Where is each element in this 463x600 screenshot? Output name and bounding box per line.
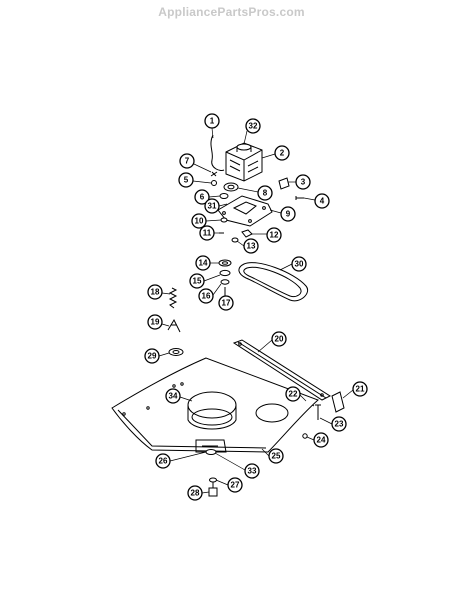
callout-12: 12 [266,227,282,243]
svg-text:16: 16 [202,292,211,301]
svg-text:13: 13 [247,242,256,251]
callout-11: 11 [199,225,215,241]
part-base-plate [111,357,319,453]
svg-text:12: 12 [270,231,279,240]
callout-3: 3 [295,174,311,190]
callout-19: 19 [147,314,163,330]
parts-artwork [111,134,345,497]
part-clip [167,318,181,333]
part-motor [225,142,263,182]
callout-22: 22 [285,386,301,402]
callout-14: 14 [195,255,211,271]
part-washer-13 [231,237,239,243]
svg-text:3: 3 [301,178,306,187]
svg-text:2: 2 [280,149,285,158]
part-grommet [168,348,184,356]
part-screw-7 [210,171,218,177]
callout-5: 5 [178,172,194,188]
callout-17: 17 [218,295,234,311]
callout-34: 34 [165,388,181,404]
svg-text:32: 32 [249,122,258,131]
part-rail [232,339,332,401]
callout-24: 24 [313,432,329,448]
svg-text:15: 15 [193,277,202,286]
callout-28: 28 [187,485,203,501]
svg-text:29: 29 [148,352,157,361]
svg-text:6: 6 [200,193,205,202]
part-washer-10 [220,217,228,223]
part-bracket-21 [331,391,345,413]
callout-13: 13 [243,238,259,254]
part-screw-24 [302,433,308,439]
part-drain-fitting [205,449,217,455]
svg-text:10: 10 [195,217,204,226]
callout-31: 31 [204,198,220,214]
svg-text:21: 21 [356,385,365,394]
svg-text:17: 17 [222,299,231,308]
callout-27: 27 [227,477,243,493]
callout-2: 2 [274,145,290,161]
part-nut-12 [241,229,253,238]
svg-text:4: 4 [320,197,325,206]
callout-20: 20 [271,331,287,347]
callout-1: 1 [204,113,220,129]
leader-lines [158,127,354,494]
callout-16: 16 [198,288,214,304]
callout-4: 4 [314,193,330,209]
svg-text:22: 22 [289,390,298,399]
part-spring [168,287,178,309]
callout-33: 33 [244,463,260,479]
part-bolt-23 [315,404,321,420]
svg-text:30: 30 [295,260,304,269]
svg-text:8: 8 [263,189,268,198]
svg-text:20: 20 [275,335,284,344]
svg-text:31: 31 [208,202,217,211]
callout-25: 25 [268,448,284,464]
part-clutch-stack [218,259,232,296]
watermark: AppliancePartsPros.com [158,5,305,19]
svg-text:5: 5 [184,176,189,185]
part-bolt [295,196,304,200]
callout-18: 18 [147,284,163,300]
callout-30: 30 [291,256,307,272]
part-drive-belt [238,262,308,302]
part-screw-5 [211,180,217,186]
callout-32: 32 [245,118,261,134]
svg-text:28: 28 [191,489,200,498]
callout-6: 6 [194,189,210,205]
svg-text:24: 24 [317,436,326,445]
svg-text:14: 14 [199,259,208,268]
part-hose [210,134,225,171]
callout-8: 8 [257,185,273,201]
svg-text:27: 27 [231,481,240,490]
part-bracket [278,177,290,190]
svg-text:33: 33 [248,467,257,476]
callout-23: 23 [331,416,347,432]
svg-text:23: 23 [335,420,344,429]
callout-26: 26 [155,453,171,469]
svg-text:26: 26 [159,457,168,466]
part-pulley-8 [223,182,239,192]
callout-9: 9 [280,206,296,222]
callout-10: 10 [191,213,207,229]
callout-21: 21 [352,381,368,397]
callout-15: 15 [189,273,205,289]
svg-text:9: 9 [286,210,291,219]
svg-text:34: 34 [169,392,178,401]
callout-29: 29 [144,348,160,364]
svg-text:11: 11 [203,229,212,238]
svg-text:7: 7 [185,157,190,166]
callout-7: 7 [179,153,195,169]
svg-text:1: 1 [210,117,215,126]
svg-text:19: 19 [151,318,160,327]
part-leveling-foot [208,477,218,497]
svg-text:18: 18 [151,288,160,297]
svg-text:25: 25 [272,452,281,461]
part-washer-6 [219,193,229,199]
